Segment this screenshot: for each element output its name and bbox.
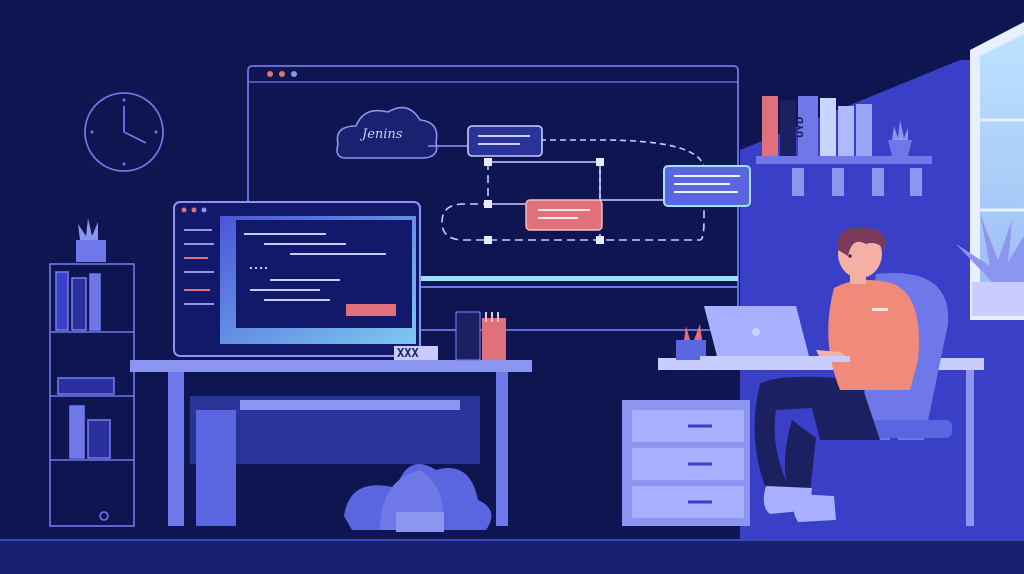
desk-sign: XXX xyxy=(394,346,438,360)
floor-plant xyxy=(344,464,492,532)
clock-icon xyxy=(84,92,164,172)
pipeline-card-red xyxy=(525,199,603,231)
desk-left xyxy=(130,360,532,526)
pencil-cup xyxy=(482,312,506,360)
pen-holder xyxy=(676,324,706,360)
window xyxy=(970,22,1024,320)
desk-monitor xyxy=(173,201,421,357)
speaker xyxy=(455,311,481,361)
laptop xyxy=(700,306,850,362)
plant-pot-left xyxy=(76,218,106,262)
bookcase-left xyxy=(49,263,135,527)
plant-right xyxy=(956,214,1024,316)
bookshelf-right: UYD xyxy=(756,96,932,196)
cloud-label: Jenins xyxy=(359,127,403,142)
desk-sign-label: XXX xyxy=(397,346,419,360)
pipeline-nodes xyxy=(484,158,604,244)
pipeline-card-cyan xyxy=(663,165,751,207)
floor xyxy=(0,540,1024,574)
book-spine-label: UYD xyxy=(796,117,806,138)
pipeline-card-top xyxy=(467,125,543,157)
cloud-icon: Jenins xyxy=(336,106,468,159)
